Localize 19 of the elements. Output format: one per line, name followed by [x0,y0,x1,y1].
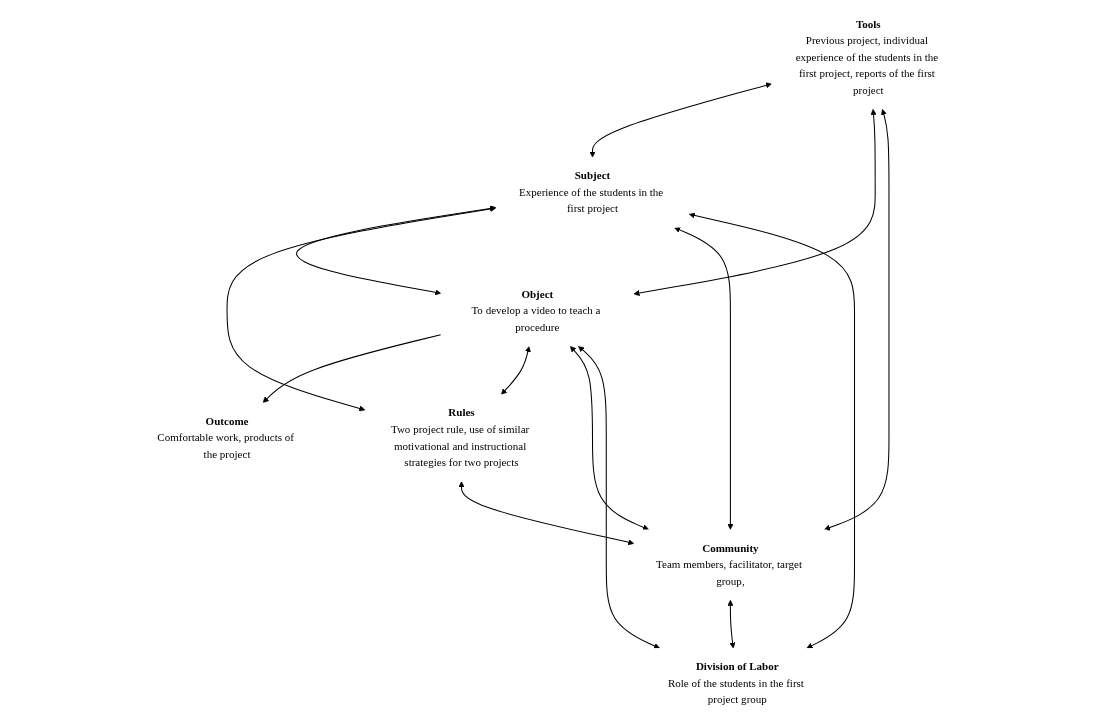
node-text: Subject Experience of the students in the first project [518,169,664,215]
node-text: Object To develop a video to teach a procedure [471,288,601,334]
arrow [824,108,890,531]
node-text: Outcome Comfortable work, products of the project [157,415,294,460]
arrow [589,82,772,158]
arrow [569,346,649,531]
node-text: Rules Two project rule, use of similar motivational and instructional strategies for two projects [390,406,530,469]
arrow [262,334,442,403]
arrow [500,346,531,395]
arrow [578,346,660,649]
node-text: Community Team members, facilitator, target group, [655,541,802,587]
arrow [688,212,855,649]
node-text: Division of Labor Role of the students in the first project group [667,660,804,706]
arrow [674,227,734,530]
arrow [458,481,634,546]
arrow [727,599,736,649]
arrow [226,205,496,412]
node-text: Tools Previous project, individual experience of the students in the first project, reports of the first project [795,17,938,96]
arrow [633,108,877,297]
